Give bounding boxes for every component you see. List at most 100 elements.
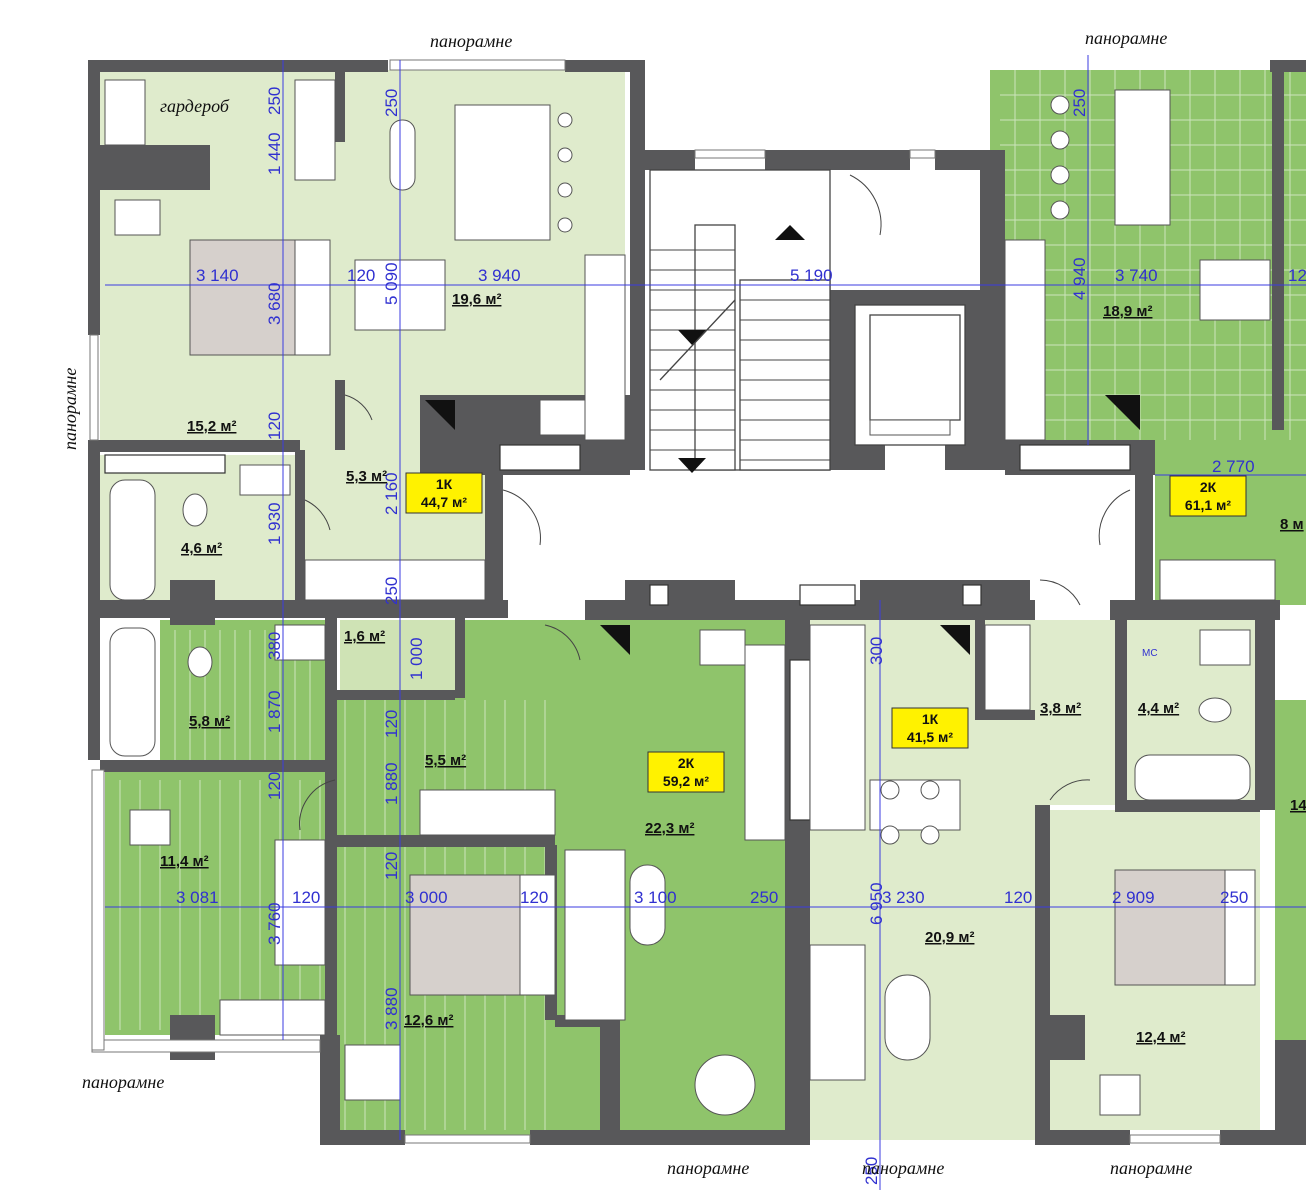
dimension-label: 3 000 <box>405 888 448 907</box>
door <box>502 489 541 546</box>
fridge-icon <box>1105 395 1140 430</box>
door <box>1049 779 1091 801</box>
furniture <box>104 79 1276 1116</box>
apartment-badge-1k-b: 1К 41,5 м² <box>891 707 969 749</box>
wall <box>100 440 300 452</box>
wall <box>1135 475 1153 605</box>
staircase <box>649 169 966 473</box>
room-area: 18,9 м² <box>1103 303 1152 320</box>
chair <box>880 780 900 800</box>
dining-table <box>694 1054 756 1116</box>
wardrobe-label: гардероб <box>160 96 230 116</box>
panoramic-window-label: панорамне <box>60 368 80 450</box>
dimension-label: 3 680 <box>265 282 284 325</box>
chair <box>557 147 573 163</box>
vent-shaft <box>1019 444 1131 471</box>
doors <box>299 174 1131 831</box>
sofa <box>564 849 626 1021</box>
wall <box>565 60 645 72</box>
wall <box>88 60 388 72</box>
apartment-badge-2k-a: 2К 61,1 м² <box>1169 475 1247 517</box>
wall <box>1270 60 1306 72</box>
room-area: 5,3 м² <box>346 468 387 485</box>
wall <box>1115 800 1260 812</box>
dimension-label: 2 770 <box>1212 457 1255 476</box>
apartment-badge-1k-a: 1К 44,7 м² <box>405 472 483 514</box>
fridge-icon <box>600 625 630 655</box>
wall <box>335 690 455 700</box>
window <box>909 149 936 159</box>
dimension-label: 2 160 <box>382 472 401 515</box>
room-area: 12,4 м² <box>1136 1029 1185 1046</box>
arrow-down-icon <box>678 458 706 473</box>
dimension-label: 1 880 <box>382 762 401 805</box>
panoramic-window-label: панорамне <box>430 31 512 51</box>
wall <box>765 150 910 170</box>
wall <box>625 580 735 605</box>
kitchen-counter <box>584 254 626 441</box>
coffee-table <box>884 974 931 1061</box>
chair <box>880 825 900 845</box>
wall <box>1040 1130 1130 1145</box>
window <box>89 334 99 441</box>
room-area: 20,9 м² <box>925 929 974 946</box>
dimension-label: 120 <box>347 266 375 285</box>
wall <box>88 600 508 618</box>
sofa <box>809 944 866 1081</box>
chair <box>920 825 940 845</box>
wardrobe-shelf <box>104 79 146 146</box>
wall <box>975 620 985 720</box>
hall-wardrobe <box>1159 559 1276 601</box>
panoramic-window-label: панорамне <box>82 1072 164 1092</box>
hall-wardrobe <box>984 624 1031 711</box>
door <box>1098 489 1131 546</box>
wall <box>1040 1015 1085 1060</box>
dimension-label: 3 140 <box>196 266 239 285</box>
wall <box>600 1015 620 1145</box>
kitchen-counter <box>744 644 786 841</box>
text-labels: панорамне панорамне панорамне панорамне … <box>60 28 1192 1178</box>
badge-background <box>891 707 969 749</box>
chair <box>557 217 573 233</box>
room-area: 3,8 м² <box>1040 700 1081 717</box>
dimension-label: 250 <box>1220 888 1248 907</box>
fridge-icon <box>940 625 970 655</box>
wall <box>1115 620 1127 810</box>
dimension-label: 120 <box>1004 888 1032 907</box>
bed-pillows <box>294 239 331 356</box>
window <box>404 1134 531 1144</box>
arrow-up-icon <box>775 225 805 240</box>
door <box>304 499 331 531</box>
elevator-cabin <box>869 314 961 421</box>
vent-shaft <box>104 454 226 474</box>
apartment-type: 2К <box>1200 479 1217 495</box>
dimension-label: 3 230 <box>882 888 925 907</box>
walls <box>88 60 1306 1145</box>
dimension-label: 3 760 <box>265 902 284 945</box>
window <box>694 149 766 159</box>
window <box>389 59 566 71</box>
toilet <box>1198 697 1232 723</box>
common-corridor <box>495 475 1155 605</box>
armchair <box>1199 259 1271 321</box>
kitchen-counter <box>809 624 866 831</box>
dimension-label: 250 <box>265 87 284 115</box>
apartment-type: 1К <box>922 711 939 727</box>
arrow-down-icon <box>678 330 706 345</box>
desk <box>129 809 171 846</box>
wall <box>88 610 100 760</box>
wall <box>830 290 990 305</box>
dimension-label: 250 <box>382 577 401 605</box>
wall <box>100 760 335 772</box>
wall <box>830 290 855 470</box>
dimension-label: 1 440 <box>265 132 284 175</box>
dimension-label: 120 <box>292 888 320 907</box>
dimension-label: 120 <box>382 852 401 880</box>
wall <box>980 150 1005 470</box>
dimension-label: 1 870 <box>265 690 284 733</box>
dimension-label: 300 <box>867 637 886 665</box>
panoramic-window-label: панорамне <box>1085 28 1167 48</box>
apartment-area: 44,7 м² <box>421 494 467 510</box>
door <box>849 174 882 236</box>
